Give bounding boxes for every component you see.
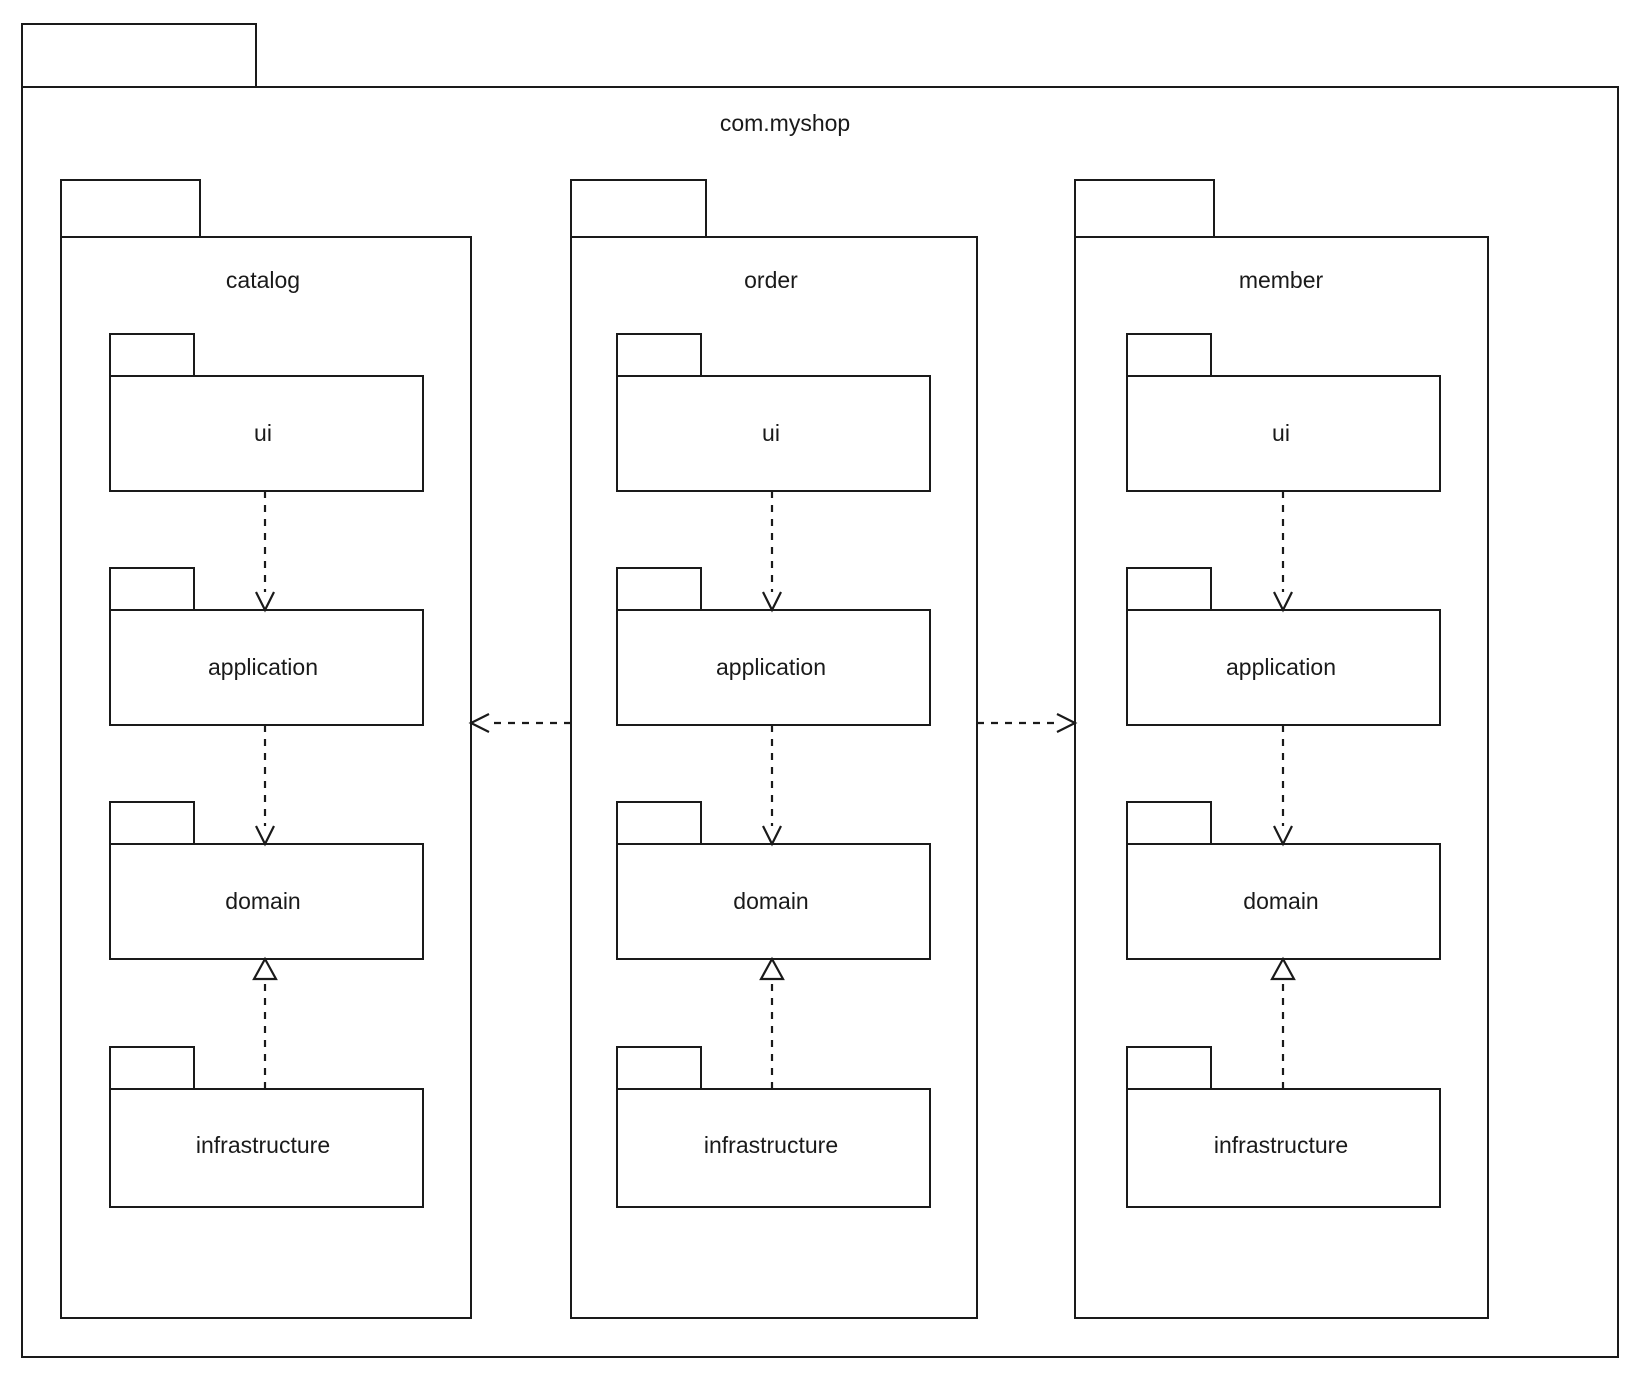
package-member-ui-body — [1126, 375, 1441, 492]
package-member-infrastructure-label: infrastructure — [1214, 1132, 1348, 1158]
package-catalog-ui-label: ui — [254, 420, 272, 446]
package-member-infrastructure-body — [1126, 1088, 1441, 1208]
package-catalog-domain-tab-outline — [109, 801, 195, 844]
package-com-myshop-tab — [21, 23, 257, 88]
package-order-application-tab — [616, 567, 702, 611]
package-catalog-ui[interactable]: ui — [109, 333, 424, 492]
package-order-ui-tab — [616, 333, 702, 377]
package-catalog-application-body — [109, 609, 424, 726]
order-to-catalog-connector — [468, 713, 571, 733]
package-catalog-label: catalog — [226, 267, 300, 293]
package-order-domain-body — [616, 843, 931, 960]
package-order-label: order — [744, 267, 798, 293]
order-to-member-connector — [977, 713, 1078, 733]
member-ui-to-application-connector — [1273, 491, 1293, 613]
package-catalog-domain-tab — [109, 801, 195, 845]
package-order-domain-tab-outline — [616, 801, 702, 844]
package-order-infrastructure-tab — [616, 1046, 702, 1090]
catalog-ui-to-application-connector — [255, 491, 275, 613]
package-order-ui-tab-outline — [616, 333, 702, 376]
package-catalog-ui-body — [109, 375, 424, 492]
package-catalog-tab — [60, 179, 201, 238]
package-member-domain-label: domain — [1243, 888, 1318, 914]
package-member-tab-outline — [1074, 179, 1215, 237]
order-infrastructure-to-domain-connector — [759, 956, 785, 1089]
package-catalog-application-tab — [109, 567, 195, 611]
order-infrastructure-to-domain-triangle-arrowhead-icon — [759, 956, 785, 981]
package-member-ui-tab-outline — [1126, 333, 1212, 376]
package-order-domain-tab — [616, 801, 702, 845]
package-member-application-tab — [1126, 567, 1212, 611]
package-catalog-infrastructure-body — [109, 1088, 424, 1208]
package-member-infrastructure[interactable]: infrastructure — [1126, 1046, 1441, 1208]
package-catalog-tab-outline — [60, 179, 201, 237]
package-catalog-infrastructure-label: infrastructure — [196, 1132, 330, 1158]
catalog-ui-to-application-open-arrowhead-icon — [255, 591, 275, 613]
package-member-ui[interactable]: ui — [1126, 333, 1441, 492]
package-member-domain-tab-outline — [1126, 801, 1212, 844]
member-infrastructure-to-domain-connector — [1270, 956, 1296, 1089]
package-order-ui-body — [616, 375, 931, 492]
package-member-infrastructure-tab-outline — [1126, 1046, 1212, 1089]
order-to-catalog-open-arrowhead-icon — [468, 713, 490, 733]
package-order-ui[interactable]: ui — [616, 333, 931, 492]
package-member-ui-label: ui — [1272, 420, 1290, 446]
package-order-tab-outline — [570, 179, 707, 237]
column-packages-group: catalog ui application domain infrastructure… — [60, 179, 1489, 1319]
package-catalog-domain-label: domain — [225, 888, 300, 914]
order-ui-to-application-open-arrowhead-icon — [762, 591, 782, 613]
catalog-application-to-domain-open-arrowhead-icon — [255, 825, 275, 847]
package-order-infrastructure[interactable]: infrastructure — [616, 1046, 931, 1208]
package-catalog-ui-tab-outline — [109, 333, 195, 376]
package-catalog-application[interactable]: application — [109, 567, 424, 726]
package-member-tab — [1074, 179, 1215, 238]
catalog-infrastructure-to-domain-connector — [252, 956, 278, 1089]
package-catalog-infrastructure-tab — [109, 1046, 195, 1090]
package-member-application[interactable]: application — [1126, 567, 1441, 726]
package-member-label: member — [1239, 267, 1324, 293]
order-to-member-open-arrowhead-icon — [1056, 713, 1078, 733]
connectors-group — [252, 491, 1296, 1089]
package-order-application[interactable]: application — [616, 567, 931, 726]
package-catalog-infrastructure-tab-outline — [109, 1046, 195, 1089]
package-com-myshop-label: com.myshop — [720, 110, 850, 136]
package-catalog-domain-body — [109, 843, 424, 960]
package-order-application-body — [616, 609, 931, 726]
member-application-to-domain-open-arrowhead-icon — [1273, 825, 1293, 847]
order-ui-to-application-connector — [762, 491, 782, 613]
package-com-myshop-tab-outline — [21, 23, 257, 87]
package-order-ui-label: ui — [762, 420, 780, 446]
package-member-infrastructure-tab — [1126, 1046, 1212, 1090]
package-order-tab — [570, 179, 707, 238]
package-member-application-label: application — [1226, 654, 1336, 680]
package-member-ui-tab — [1126, 333, 1212, 377]
package-member-domain-tab — [1126, 801, 1212, 845]
package-catalog-infrastructure[interactable]: infrastructure — [109, 1046, 424, 1208]
catalog-infrastructure-to-domain-triangle-arrowhead-icon — [252, 956, 278, 981]
package-order-infrastructure-label: infrastructure — [704, 1132, 838, 1158]
member-application-to-domain-connector — [1273, 725, 1293, 847]
package-catalog-ui-tab — [109, 333, 195, 377]
member-infrastructure-to-domain-triangle-arrowhead-icon — [1270, 956, 1296, 981]
package-catalog-application-label: application — [208, 654, 318, 680]
package-member-application-tab-outline — [1126, 567, 1212, 610]
package-order-infrastructure-tab-outline — [616, 1046, 702, 1089]
package-member-domain[interactable]: domain — [1126, 801, 1441, 960]
package-order-domain[interactable]: domain — [616, 801, 931, 960]
catalog-application-to-domain-connector — [255, 725, 275, 847]
order-application-to-domain-connector — [762, 725, 782, 847]
package-catalog-domain[interactable]: domain — [109, 801, 424, 960]
package-order-infrastructure-body — [616, 1088, 931, 1208]
package-catalog-application-tab-outline — [109, 567, 195, 610]
member-ui-to-application-open-arrowhead-icon — [1273, 591, 1293, 613]
package-order-domain-label: domain — [733, 888, 808, 914]
package-member-domain-body — [1126, 843, 1441, 960]
package-order-application-tab-outline — [616, 567, 702, 610]
order-application-to-domain-open-arrowhead-icon — [762, 825, 782, 847]
package-order-application-label: application — [716, 654, 826, 680]
